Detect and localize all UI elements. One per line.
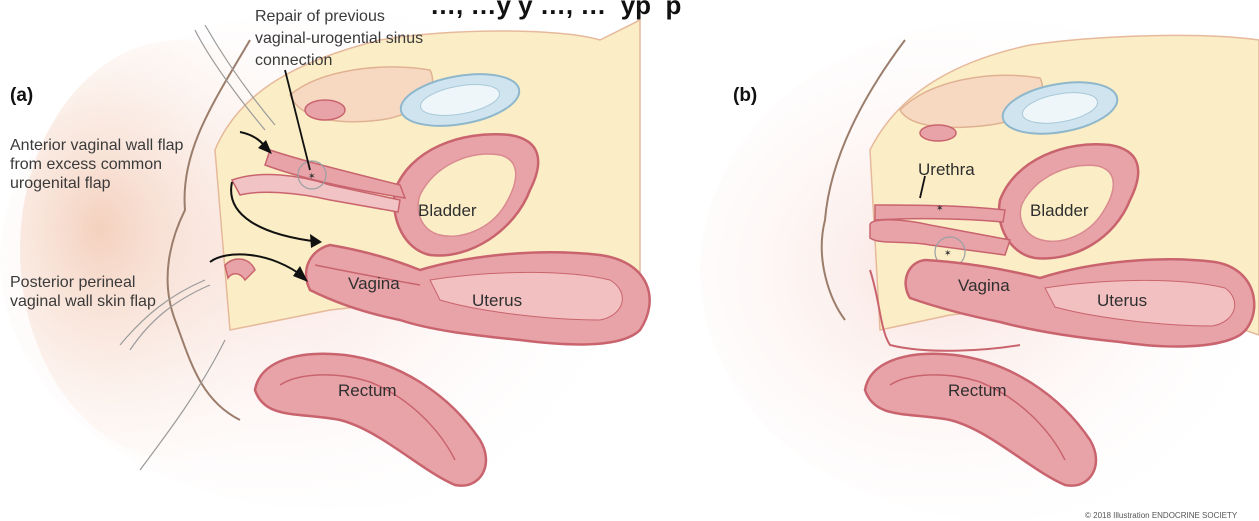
- panel-a-clitoris: [305, 100, 345, 120]
- panel-b-clitoris: [920, 125, 956, 141]
- label-rectum-a: Rectum: [338, 381, 397, 400]
- label-uterus-b: Uterus: [1097, 291, 1147, 310]
- label-repair-line-3: connection: [255, 52, 332, 69]
- panel-a-suture-mark: ✶: [308, 171, 316, 181]
- label-repair-line-2: vaginal-urogential sinus: [255, 30, 423, 47]
- label-bladder-b: Bladder: [1030, 201, 1089, 220]
- label-bladder-a: Bladder: [418, 201, 477, 220]
- copyright-notice: © 2018 Illustration ENDOCRINE SOCIETY: [1085, 511, 1238, 520]
- label-posterior-flap-line-2: vaginal wall skin flap: [10, 293, 156, 310]
- label-uterus-a: Uterus: [472, 291, 522, 310]
- label-vagina-a: Vagina: [348, 274, 400, 293]
- label-anterior-flap-line-1: Anterior vaginal wall flap: [10, 137, 184, 154]
- cropped-title: …, ‌…y‌ y‌ …‌, … ‌ ‌y‌p‌ ‌ ‌p: [430, 0, 681, 20]
- label-anterior-flap-line-2: from excess common: [10, 156, 162, 173]
- label-anterior-flap-line-3: urogenital flap: [10, 175, 111, 192]
- panel-b: ✶ ✶ ✶ (b) Urethra Bladder Vagina Uterus …: [700, 20, 1259, 520]
- label-vagina-b: Vagina: [958, 276, 1010, 295]
- panel-a-tag: (a): [10, 85, 33, 106]
- panel-a: ✶ (a) Repair of previous vaginal-urogent…: [0, 8, 660, 510]
- panel-b-suture-1: ✶: [936, 203, 944, 213]
- label-rectum-b: Rectum: [948, 381, 1007, 400]
- label-posterior-flap-line-1: Posterior perineal: [10, 274, 135, 291]
- label-urethra-b: Urethra: [918, 160, 975, 179]
- panel-b-tag: (b): [733, 85, 757, 106]
- label-repair-line-1: Repair of previous: [255, 8, 385, 25]
- panel-b-suture-2: ✶: [944, 248, 952, 258]
